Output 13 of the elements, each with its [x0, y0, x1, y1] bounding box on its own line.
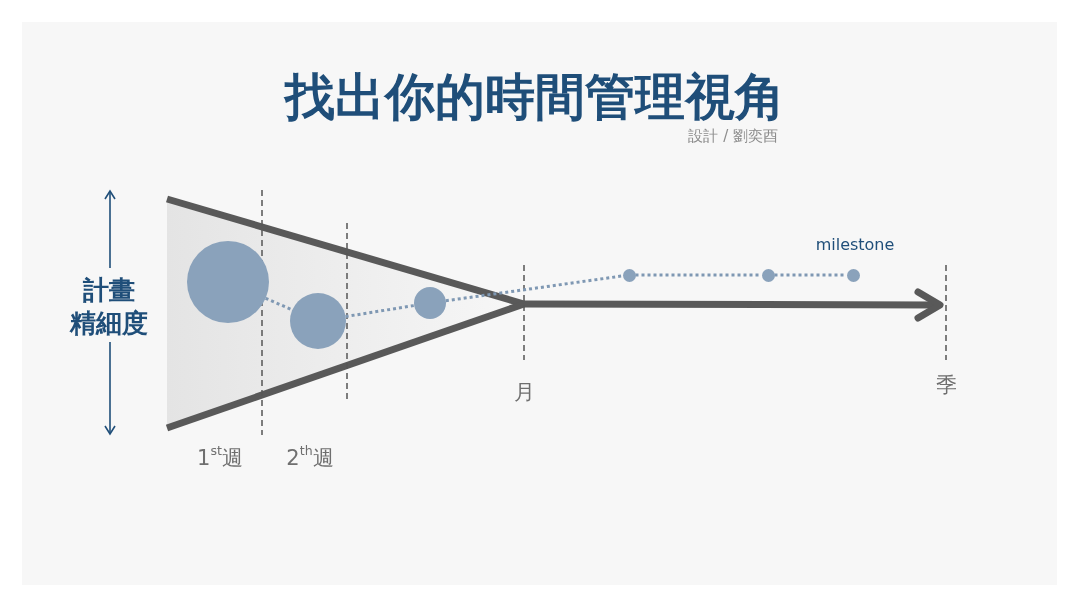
credit-text: 設計 / 劉奕酉	[688, 128, 778, 146]
title: 找出你的時間管理視角	[285, 69, 785, 125]
time-label: 1$^{st}$週	[197, 445, 243, 471]
milestone-label: milestone	[815, 235, 895, 255]
dotted-connector	[635, 273, 762, 277]
time-label: 季	[935, 372, 957, 398]
axis-label: 計畫精細度	[70, 273, 150, 339]
dotted-connector	[265, 296, 293, 312]
dotted-connector	[445, 274, 623, 303]
time-label: 2$^{th}$週	[286, 445, 334, 471]
dotted-connector	[345, 304, 415, 319]
dotted-connector	[774, 273, 847, 277]
time-label: 月	[513, 379, 535, 405]
